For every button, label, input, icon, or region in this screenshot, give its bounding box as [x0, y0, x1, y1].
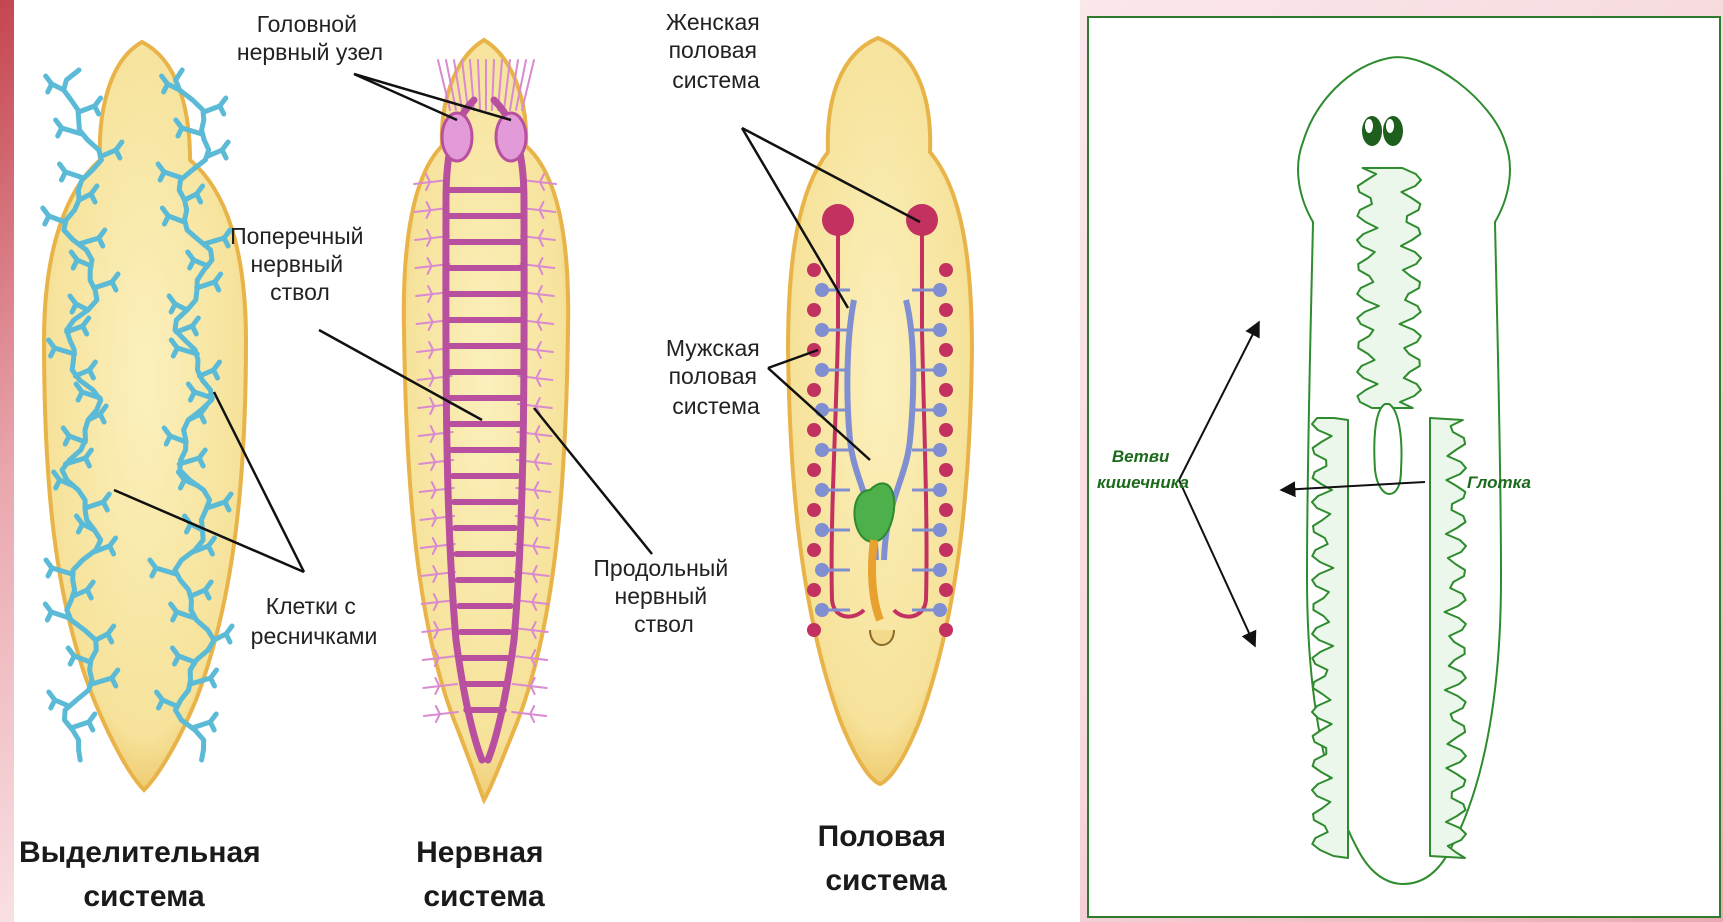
excretory-branch: [192, 714, 216, 730]
label-male-system-line3: система: [672, 393, 760, 419]
vitelline-gland: [807, 383, 821, 397]
caption-excretory-line2: система: [83, 880, 205, 913]
label-gut-branches-line1: Ветви: [1112, 447, 1170, 466]
vitelline-gland: [939, 503, 953, 517]
caption-reproductive-system: Половая система: [818, 820, 955, 897]
caption-nervous-system: Нервная система: [416, 836, 552, 913]
vitelline-gland: [939, 343, 953, 357]
excretory-branch: [204, 98, 226, 114]
label-transverse-trunk-line2: нервный: [251, 251, 344, 277]
label-male-system: Мужская половая система: [666, 335, 766, 419]
eye-right: [1383, 116, 1403, 146]
vitelline-gland: [807, 543, 821, 557]
vitelline-gland: [807, 263, 821, 277]
vitelline-gland: [807, 503, 821, 517]
vitelline-gland: [939, 543, 953, 557]
caption-nervous-line2: система: [423, 880, 545, 913]
vitelline-gland: [807, 583, 821, 597]
label-transverse-trunk: Поперечный нервный ствол: [230, 223, 370, 305]
excretory-branch: [60, 164, 84, 180]
caption-excretory-system: Выделительная система: [19, 836, 269, 913]
excretory-branch: [49, 692, 69, 708]
label-male-system-line2: половая: [669, 363, 757, 389]
label-longitudinal-trunk-line1: Продольный: [593, 555, 728, 581]
label-transverse-trunk-line1: Поперечный: [230, 223, 363, 249]
planarian-gut-diagram: Ветви кишечника Глотка: [1089, 18, 1719, 916]
testis: [933, 403, 947, 417]
testis: [933, 363, 947, 377]
excretory-branch: [79, 98, 101, 114]
testis: [933, 523, 947, 537]
label-gut-branches: Ветви кишечника: [1097, 447, 1189, 492]
testis: [815, 563, 829, 577]
label-longitudinal-trunk-line3: ствол: [634, 611, 694, 637]
vitelline-gland: [939, 383, 953, 397]
head-ganglion-right: [496, 113, 526, 161]
vitelline-gland: [807, 463, 821, 477]
testis: [933, 323, 947, 337]
testis: [815, 443, 829, 457]
label-male-system-line1: Мужская: [666, 335, 760, 361]
label-head-ganglion-line1: Головной: [257, 11, 357, 37]
vitelline-gland: [939, 623, 953, 637]
testis: [933, 283, 947, 297]
testis: [815, 523, 829, 537]
label-transverse-trunk-line3: ствол: [270, 279, 330, 305]
caption-reproductive-line2: система: [825, 864, 947, 897]
caption-nervous-line1: Нервная: [416, 836, 543, 869]
planarian-systems-diagram: Головной нервный узел Поперечный нервный…: [14, 0, 1080, 922]
label-ciliated-cells-line1: Клетки с: [266, 593, 356, 619]
testis: [815, 323, 829, 337]
excretory-branch: [71, 714, 95, 730]
testis: [933, 563, 947, 577]
label-ciliated-cells: Клетки с ресничками: [251, 593, 378, 649]
ovary-left: [822, 204, 854, 236]
testis: [933, 443, 947, 457]
head-ganglion-left: [442, 113, 472, 161]
caption-excretory-line1: Выделительная: [19, 836, 261, 869]
testis: [933, 483, 947, 497]
testis: [933, 603, 947, 617]
excretory-system-body: [43, 42, 246, 790]
label-female-system-line3: система: [672, 67, 760, 93]
eye-right-highlight: [1386, 119, 1394, 133]
vitelline-gland: [939, 303, 953, 317]
label-pharynx: Глотка: [1467, 473, 1531, 492]
vitelline-gland: [939, 463, 953, 477]
testis: [815, 363, 829, 377]
ovary-right: [906, 204, 938, 236]
testis: [815, 603, 829, 617]
label-female-system-line1: Женская: [666, 9, 760, 35]
vitelline-gland: [939, 263, 953, 277]
vitelline-gland: [807, 303, 821, 317]
left-diagram-panel: Головной нервный узел Поперечный нервный…: [14, 0, 1080, 922]
label-female-system: Женская половая система: [666, 9, 766, 93]
vitelline-gland: [939, 423, 953, 437]
vitelline-gland: [807, 623, 821, 637]
eye-left-highlight: [1365, 119, 1373, 133]
eye-left: [1362, 116, 1382, 146]
label-head-ganglion: Головной нервный узел: [237, 11, 383, 65]
vitelline-gland: [807, 343, 821, 357]
label-longitudinal-trunk: Продольный нервный ствол: [593, 555, 734, 637]
excretory-branch: [46, 76, 64, 92]
right-diagram-panel: Ветви кишечника Глотка: [1087, 16, 1721, 918]
pharynx: [1374, 404, 1401, 494]
vitelline-gland: [939, 583, 953, 597]
label-longitudinal-trunk-line2: нервный: [615, 583, 708, 609]
label-female-system-line2: половая: [669, 37, 757, 63]
testis: [815, 283, 829, 297]
testis: [815, 403, 829, 417]
label-head-ganglion-line2: нервный узел: [237, 39, 383, 65]
vitelline-gland: [807, 423, 821, 437]
testis: [815, 483, 829, 497]
caption-reproductive-line1: Половая: [818, 820, 946, 853]
label-ciliated-cells-line2: ресничками: [251, 623, 378, 649]
label-gut-branches-line2: кишечника: [1097, 473, 1189, 492]
